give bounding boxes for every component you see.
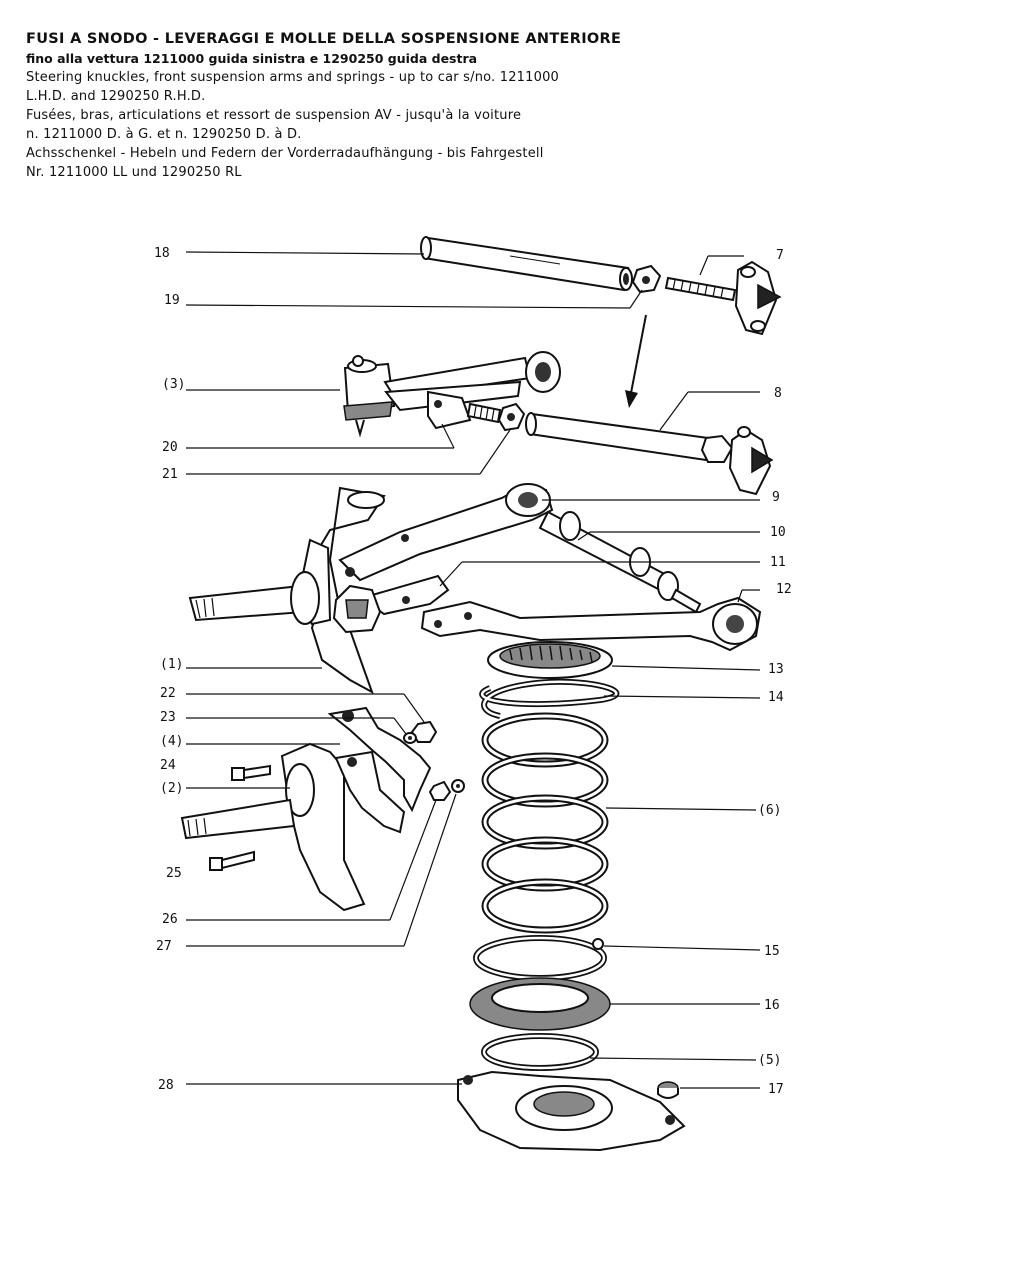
threaded-mount-7-part	[664, 260, 782, 336]
bracket-4-part	[327, 706, 432, 813]
nut-21-part	[497, 402, 526, 432]
subtitle-italian: fino alla vettura 1211000 guida sinistra…	[26, 51, 478, 66]
spring-pad-15-part	[473, 935, 607, 981]
lower-seat-28-part	[457, 1070, 686, 1152]
callout-7: 7	[776, 248, 784, 263]
bolt-25-part	[209, 850, 255, 871]
callout-28: 28	[158, 1078, 174, 1093]
callout-16: 16	[764, 998, 780, 1013]
callout-13: 13	[768, 662, 784, 677]
coil-spring-6-part	[479, 678, 620, 934]
clevis-20-part	[427, 390, 502, 430]
callout-26: 26	[162, 912, 178, 927]
nut-22-part	[410, 720, 438, 743]
callout-8: 8	[774, 386, 782, 401]
callout-4: (4)	[160, 734, 183, 749]
callout-22: 22	[160, 686, 176, 701]
lower-arm-12-part	[420, 596, 762, 652]
ring-5-part	[481, 1033, 599, 1071]
callout-11: 11	[770, 555, 786, 570]
bolt-24-part	[231, 764, 271, 781]
callout-12: 12	[776, 582, 792, 597]
washer-27-part	[451, 779, 465, 793]
ball-joint-arm-3-part	[343, 351, 561, 438]
callout-17: 17	[768, 1082, 784, 1097]
rod-8-part	[525, 412, 774, 496]
callout-24: 24	[160, 758, 176, 773]
title-english-line1: Steering knuckles, front suspension arms…	[26, 70, 560, 85]
callout-23: 23	[160, 710, 176, 725]
callout-15: 15	[764, 944, 780, 959]
title-english-line2: L.H.D. and 1290250 R.H.D.	[26, 89, 206, 104]
title-italian: FUSI A SNODO - LEVERAGGI E MOLLE DELLA S…	[26, 31, 622, 47]
lower-link-11-part	[332, 574, 450, 634]
steering-knuckle-2-part	[180, 742, 406, 912]
callout-9: 9	[772, 490, 780, 505]
callout-20: 20	[162, 440, 178, 455]
callout-1: (1)	[160, 657, 183, 672]
leader-lines	[185, 251, 761, 1089]
callout-25: 25	[166, 866, 182, 881]
callout-18: 18	[154, 246, 170, 261]
nut-19-part	[631, 264, 662, 294]
title-french-line2: n. 1211000 D. à G. et n. 1290250 D. à D.	[26, 127, 302, 142]
callout-14: 14	[768, 690, 784, 705]
title-french-line1: Fusées, bras, articulations et ressort d…	[26, 108, 522, 123]
tie-rod-upper-part	[420, 236, 633, 292]
title-german-line2: Nr. 1211000 LL und 1290250 RL	[26, 165, 242, 180]
callout-5: (5)	[758, 1053, 781, 1068]
callout-6: (6)	[758, 803, 781, 818]
title-german-line1: Achsschenkel - Hebeln und Federn der Vor…	[26, 146, 544, 161]
rubber-seat-16-part	[469, 977, 611, 1031]
steering-knuckle-1-part	[188, 486, 386, 695]
washer-23-part	[403, 732, 417, 744]
header-block: FUSI A SNODO - LEVERAGGI E MOLLE DELLA S…	[26, 30, 626, 182]
direction-arrow	[625, 314, 647, 408]
callout-21: 21	[162, 467, 178, 482]
callout-3: (3)	[162, 377, 185, 392]
callout-2: (2)	[160, 781, 183, 796]
callout-19: 19	[164, 293, 180, 308]
callout-10: 10	[770, 525, 786, 540]
bump-stop-17-part	[657, 1081, 679, 1099]
callout-27: 27	[156, 939, 172, 954]
nut-26-part	[428, 780, 452, 801]
spring-seat-13-part	[487, 641, 613, 679]
